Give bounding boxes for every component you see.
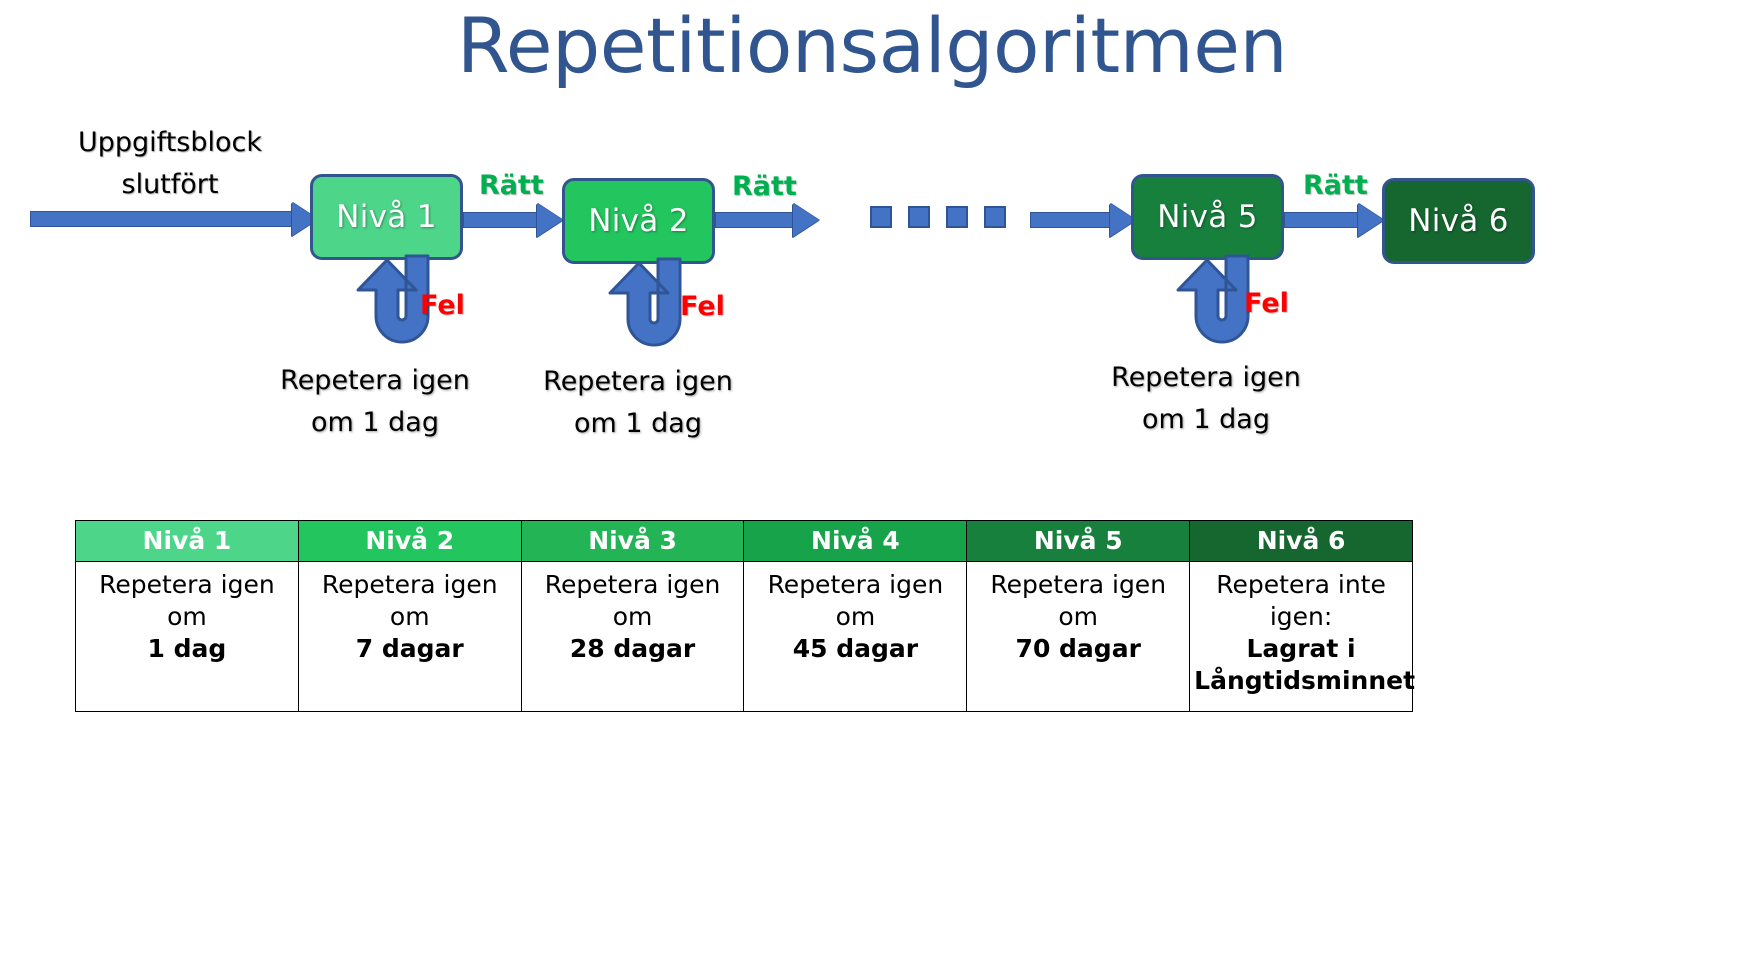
entry-label: Uppgiftsblock slutfört bbox=[70, 122, 270, 206]
repeat-note-line1: Repetera igen bbox=[543, 366, 733, 397]
arrow-shaft bbox=[715, 212, 793, 228]
arrow-node1-node2 bbox=[463, 203, 563, 237]
table-cell: Repetera igen om 70 dagar bbox=[966, 561, 1191, 712]
repeat-note-line1: Repetera igen bbox=[280, 365, 470, 396]
table-cell: Repetera inte igen: Lagrat i Långtidsmin… bbox=[1189, 561, 1416, 712]
table-row: Repetera igen om 1 dag Repetera igen om … bbox=[75, 561, 1416, 712]
fel-label-1: Fel bbox=[420, 290, 465, 321]
cell-text: Repetera igen om bbox=[990, 570, 1167, 631]
flow-node-label: Nivå 5 bbox=[1157, 199, 1258, 235]
ellipsis-dot-icon bbox=[870, 206, 892, 228]
fel-label-5: Fel bbox=[1244, 288, 1289, 319]
fel-label-2: Fel bbox=[680, 291, 725, 322]
loop-arrow-level-5 bbox=[1160, 254, 1280, 356]
table-header-row: Nivå 1 Nivå 2 Nivå 3 Nivå 4 Nivå 5 Nivå … bbox=[75, 520, 1413, 562]
cell-value: 70 dagar bbox=[1015, 634, 1141, 663]
cell-text: Repetera inte igen: bbox=[1216, 570, 1386, 631]
repeat-note-line1: Repetera igen bbox=[1111, 362, 1301, 393]
flow-node-level-6[interactable]: Nivå 6 bbox=[1382, 178, 1535, 264]
flow-node-level-5[interactable]: Nivå 5 bbox=[1131, 174, 1284, 260]
table-cell: Repetera igen om 45 dagar bbox=[743, 561, 968, 712]
cell-value: 45 dagar bbox=[792, 634, 919, 663]
table-header-cell: Nivå 6 bbox=[1189, 520, 1413, 562]
arrow-head-icon bbox=[1358, 203, 1384, 237]
page-title: Repetitionsalgoritmen bbox=[456, 1, 1288, 90]
repeat-note-line2: om 1 dag bbox=[311, 407, 439, 438]
ellipsis-dot-icon bbox=[946, 206, 968, 228]
cell-value: 1 dag bbox=[147, 634, 227, 663]
flow-node-label: Nivå 6 bbox=[1408, 203, 1509, 239]
repeat-note-5: Repetera igen om 1 dag bbox=[1106, 357, 1306, 441]
entry-label-line1: Uppgiftsblock bbox=[77, 127, 262, 158]
arrow-head-icon bbox=[793, 203, 819, 237]
table-header-cell: Nivå 4 bbox=[743, 520, 968, 562]
repeat-note-line2: om 1 dag bbox=[1142, 404, 1270, 435]
ratt-label-5: Rätt bbox=[1303, 170, 1368, 201]
table-cell: Repetera igen om 28 dagar bbox=[520, 561, 745, 712]
cell-text: Repetera igen om bbox=[544, 570, 721, 631]
arrow-head-icon bbox=[537, 203, 563, 237]
entry-label-line2: slutfört bbox=[121, 169, 219, 200]
table-header-cell: Nivå 3 bbox=[520, 520, 745, 562]
loop-arrow-level-1 bbox=[340, 254, 460, 356]
arrow-shaft bbox=[463, 212, 537, 228]
levels-table: Nivå 1 Nivå 2 Nivå 3 Nivå 4 Nivå 5 Nivå … bbox=[75, 520, 1416, 712]
cell-text: Repetera igen om bbox=[321, 570, 498, 631]
table-cell: Repetera igen om 1 dag bbox=[75, 561, 299, 712]
ellipsis-dot-icon bbox=[984, 206, 1006, 228]
entry-arrow bbox=[30, 202, 318, 236]
table-header-cell: Nivå 1 bbox=[75, 520, 299, 562]
flow-ellipsis bbox=[870, 206, 1006, 228]
repeat-note-line2: om 1 dag bbox=[574, 408, 702, 439]
flow-node-level-1[interactable]: Nivå 1 bbox=[310, 174, 463, 260]
ellipsis-dot-icon bbox=[908, 206, 930, 228]
arrow-node5-node6 bbox=[1284, 203, 1384, 237]
ratt-label-2: Rätt bbox=[732, 171, 797, 202]
arrow-node2-ellipsis bbox=[715, 203, 819, 237]
repeat-note-2: Repetera igen om 1 dag bbox=[538, 361, 738, 445]
table-header-cell: Nivå 5 bbox=[966, 520, 1191, 562]
table-header-cell: Nivå 2 bbox=[297, 520, 522, 562]
cell-value: Lagrat i Långtidsminnet bbox=[1194, 634, 1416, 695]
flow-node-label: Nivå 1 bbox=[336, 199, 437, 235]
cell-text: Repetera igen om bbox=[99, 570, 275, 631]
cell-text: Repetera igen om bbox=[767, 570, 944, 631]
arrow-shaft bbox=[1030, 212, 1110, 228]
flow-node-label: Nivå 2 bbox=[588, 203, 689, 239]
arrow-shaft bbox=[1284, 212, 1358, 228]
table-cell: Repetera igen om 7 dagar bbox=[297, 561, 522, 712]
flow-node-level-2[interactable]: Nivå 2 bbox=[562, 178, 715, 264]
ratt-label-1: Rätt bbox=[479, 170, 544, 201]
loop-arrow-level-2 bbox=[592, 257, 712, 359]
arrow-ellipsis-node5 bbox=[1030, 203, 1136, 237]
cell-value: 28 dagar bbox=[569, 634, 696, 663]
arrow-shaft bbox=[30, 211, 292, 227]
repeat-note-1: Repetera igen om 1 dag bbox=[275, 360, 475, 444]
cell-value: 7 dagar bbox=[355, 634, 464, 663]
